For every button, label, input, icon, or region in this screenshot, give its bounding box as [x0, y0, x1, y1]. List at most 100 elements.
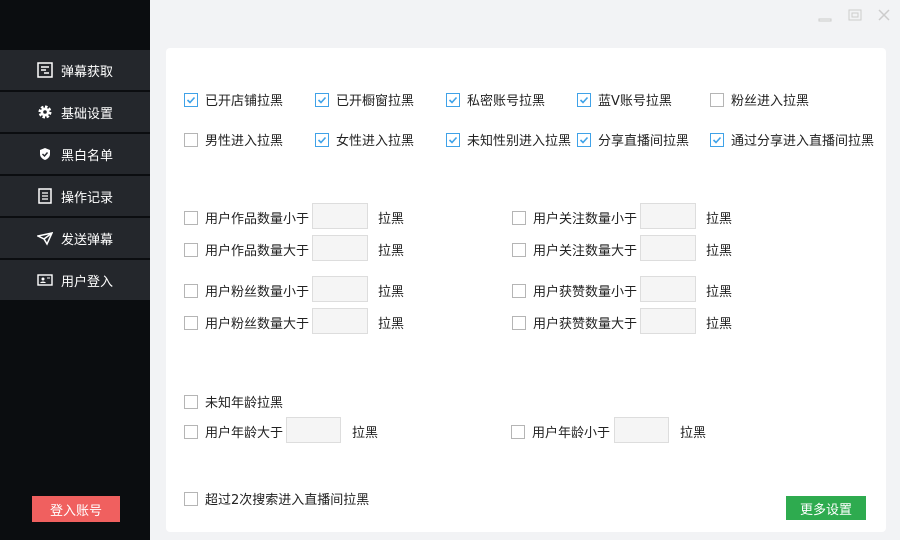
threshold-input[interactable] [640, 276, 696, 302]
filter-checkbox[interactable]: 男性进入拉黑 [184, 130, 283, 149]
checkbox-label: 用户获赞数量大于 [533, 317, 638, 332]
filter-checkbox[interactable]: 通过分享进入直播间拉黑 [710, 130, 874, 149]
threshold-input[interactable] [312, 276, 368, 302]
checkbox-label: 用户年龄大于 [205, 426, 284, 441]
checkbox[interactable] [577, 92, 591, 107]
threshold-checkbox[interactable]: 用户获赞数量小于 [512, 281, 637, 300]
threshold-input[interactable] [640, 308, 696, 334]
checkbox[interactable] [184, 242, 198, 257]
shield-icon [39, 148, 50, 160]
threshold-input[interactable] [640, 203, 696, 229]
filter-checkbox[interactable]: 蓝V账号拉黑 [577, 90, 672, 109]
threshold-input[interactable] [312, 308, 368, 334]
checkbox-label: 男性进入拉黑 [205, 134, 284, 149]
sidebar-item-danmaku-fetch[interactable]: 弹幕获取 [0, 50, 150, 90]
checkbox[interactable] [512, 283, 526, 298]
checkbox-label: 用户粉丝数量小于 [205, 285, 310, 300]
unknown-age-checkbox[interactable]: 未知年龄拉黑 [184, 392, 283, 411]
checkbox[interactable] [315, 92, 329, 107]
sidebar-item-label: 黑白名单 [60, 148, 113, 164]
checkbox[interactable] [511, 424, 525, 439]
checkbox-label: 未知性别进入拉黑 [467, 134, 572, 149]
threshold-input[interactable] [312, 203, 368, 229]
filter-checkbox[interactable]: 私密账号拉黑 [446, 90, 545, 109]
checkbox[interactable] [446, 92, 460, 107]
sidebar-item-send-danmaku[interactable]: 发送弹幕 [0, 218, 150, 258]
checkbox[interactable] [184, 315, 198, 330]
checkbox-label: 女性进入拉黑 [336, 134, 415, 149]
checkbox-label: 用户关注数量大于 [533, 244, 638, 259]
suffix-label: 拉黑 [706, 244, 733, 259]
checkbox-label: 分享直播间拉黑 [598, 134, 690, 149]
checkbox-label: 未知年龄拉黑 [205, 396, 284, 411]
suffix-label: 拉黑 [706, 212, 733, 227]
suffix-label: 拉黑 [706, 285, 733, 300]
sidebar-item-label: 发送弹幕 [60, 232, 113, 248]
suffix-label: 拉黑 [378, 317, 405, 332]
checkbox[interactable] [184, 394, 198, 409]
sidebar-item-operation-log[interactable]: 操作记录 [0, 176, 150, 216]
checkbox-label: 用户关注数量小于 [533, 212, 638, 227]
sidebar-item-label: 操作记录 [60, 190, 113, 206]
sidebar-item-label: 弹幕获取 [60, 64, 113, 80]
gear-icon [38, 105, 52, 119]
threshold-input[interactable] [614, 417, 669, 443]
minimize-icon[interactable] [818, 8, 832, 22]
checkbox-label: 用户年龄小于 [532, 426, 611, 441]
checkbox[interactable] [512, 210, 526, 225]
checkbox-label: 用户作品数量大于 [205, 244, 310, 259]
checkbox-label: 粉丝进入拉黑 [731, 94, 810, 109]
maximize-icon[interactable] [848, 8, 862, 22]
checkbox-label: 超过2次搜索进入直播间拉黑 [205, 493, 370, 508]
suffix-label: 拉黑 [706, 317, 733, 332]
threshold-checkbox[interactable]: 用户作品数量大于 [184, 240, 309, 259]
id-card-icon [37, 274, 53, 286]
checkbox[interactable] [184, 132, 198, 147]
close-icon[interactable] [877, 8, 891, 22]
checkbox[interactable] [577, 132, 591, 147]
sidebar: 弹幕获取 基础设置 黑白名单 操作记录 发送弹幕 用户登入 登入账号 [0, 0, 150, 540]
search-entry-checkbox[interactable]: 超过2次搜索进入直播间拉黑 [184, 489, 369, 508]
threshold-input[interactable] [286, 417, 341, 443]
sidebar-item-user-login[interactable]: 用户登入 [0, 260, 150, 300]
checkbox[interactable] [710, 92, 724, 107]
age-greater-checkbox[interactable]: 用户年龄大于 [184, 422, 283, 441]
checkbox[interactable] [184, 491, 198, 506]
checkbox[interactable] [184, 92, 198, 107]
checkbox[interactable] [710, 132, 724, 147]
checkbox[interactable] [184, 283, 198, 298]
filter-checkbox[interactable]: 已开店铺拉黑 [184, 90, 283, 109]
sidebar-item-basic-settings[interactable]: 基础设置 [0, 92, 150, 132]
suffix-label: 拉黑 [352, 426, 379, 441]
sidebar-item-blacklist[interactable]: 黑白名单 [0, 134, 150, 174]
threshold-checkbox[interactable]: 用户关注数量大于 [512, 240, 637, 259]
login-account-button[interactable]: 登入账号 [32, 496, 120, 522]
settings-panel: 已开店铺拉黑 已开橱窗拉黑 私密账号拉黑 蓝V账号拉黑 粉丝进入拉黑男性进入拉黑 女性进入… [166, 48, 886, 532]
threshold-checkbox[interactable]: 用户关注数量小于 [512, 208, 637, 227]
checkbox[interactable] [512, 242, 526, 257]
checkbox-label: 通过分享进入直播间拉黑 [731, 134, 875, 149]
filter-checkbox[interactable]: 女性进入拉黑 [315, 130, 414, 149]
sidebar-item-label: 用户登入 [60, 274, 113, 290]
sidebar-item-label: 基础设置 [60, 106, 113, 122]
checkbox-label: 私密账号拉黑 [467, 94, 546, 109]
checkbox[interactable] [512, 315, 526, 330]
threshold-checkbox[interactable]: 用户获赞数量大于 [512, 313, 637, 332]
age-less-checkbox[interactable]: 用户年龄小于 [511, 422, 610, 441]
filter-checkbox[interactable]: 分享直播间拉黑 [577, 130, 689, 149]
threshold-checkbox[interactable]: 用户作品数量小于 [184, 208, 309, 227]
threshold-input[interactable] [312, 235, 368, 261]
filter-checkbox[interactable]: 未知性别进入拉黑 [446, 130, 571, 149]
threshold-input[interactable] [640, 235, 696, 261]
filter-checkbox[interactable]: 粉丝进入拉黑 [710, 90, 809, 109]
suffix-label: 拉黑 [378, 244, 405, 259]
threshold-checkbox[interactable]: 用户粉丝数量大于 [184, 313, 309, 332]
more-settings-button[interactable]: 更多设置 [786, 496, 866, 520]
filter-checkbox[interactable]: 已开橱窗拉黑 [315, 90, 414, 109]
checkbox[interactable] [446, 132, 460, 147]
checkbox[interactable] [184, 210, 198, 225]
checkbox[interactable] [315, 132, 329, 147]
threshold-checkbox[interactable]: 用户粉丝数量小于 [184, 281, 309, 300]
document-icon [38, 188, 52, 204]
checkbox[interactable] [184, 424, 198, 439]
